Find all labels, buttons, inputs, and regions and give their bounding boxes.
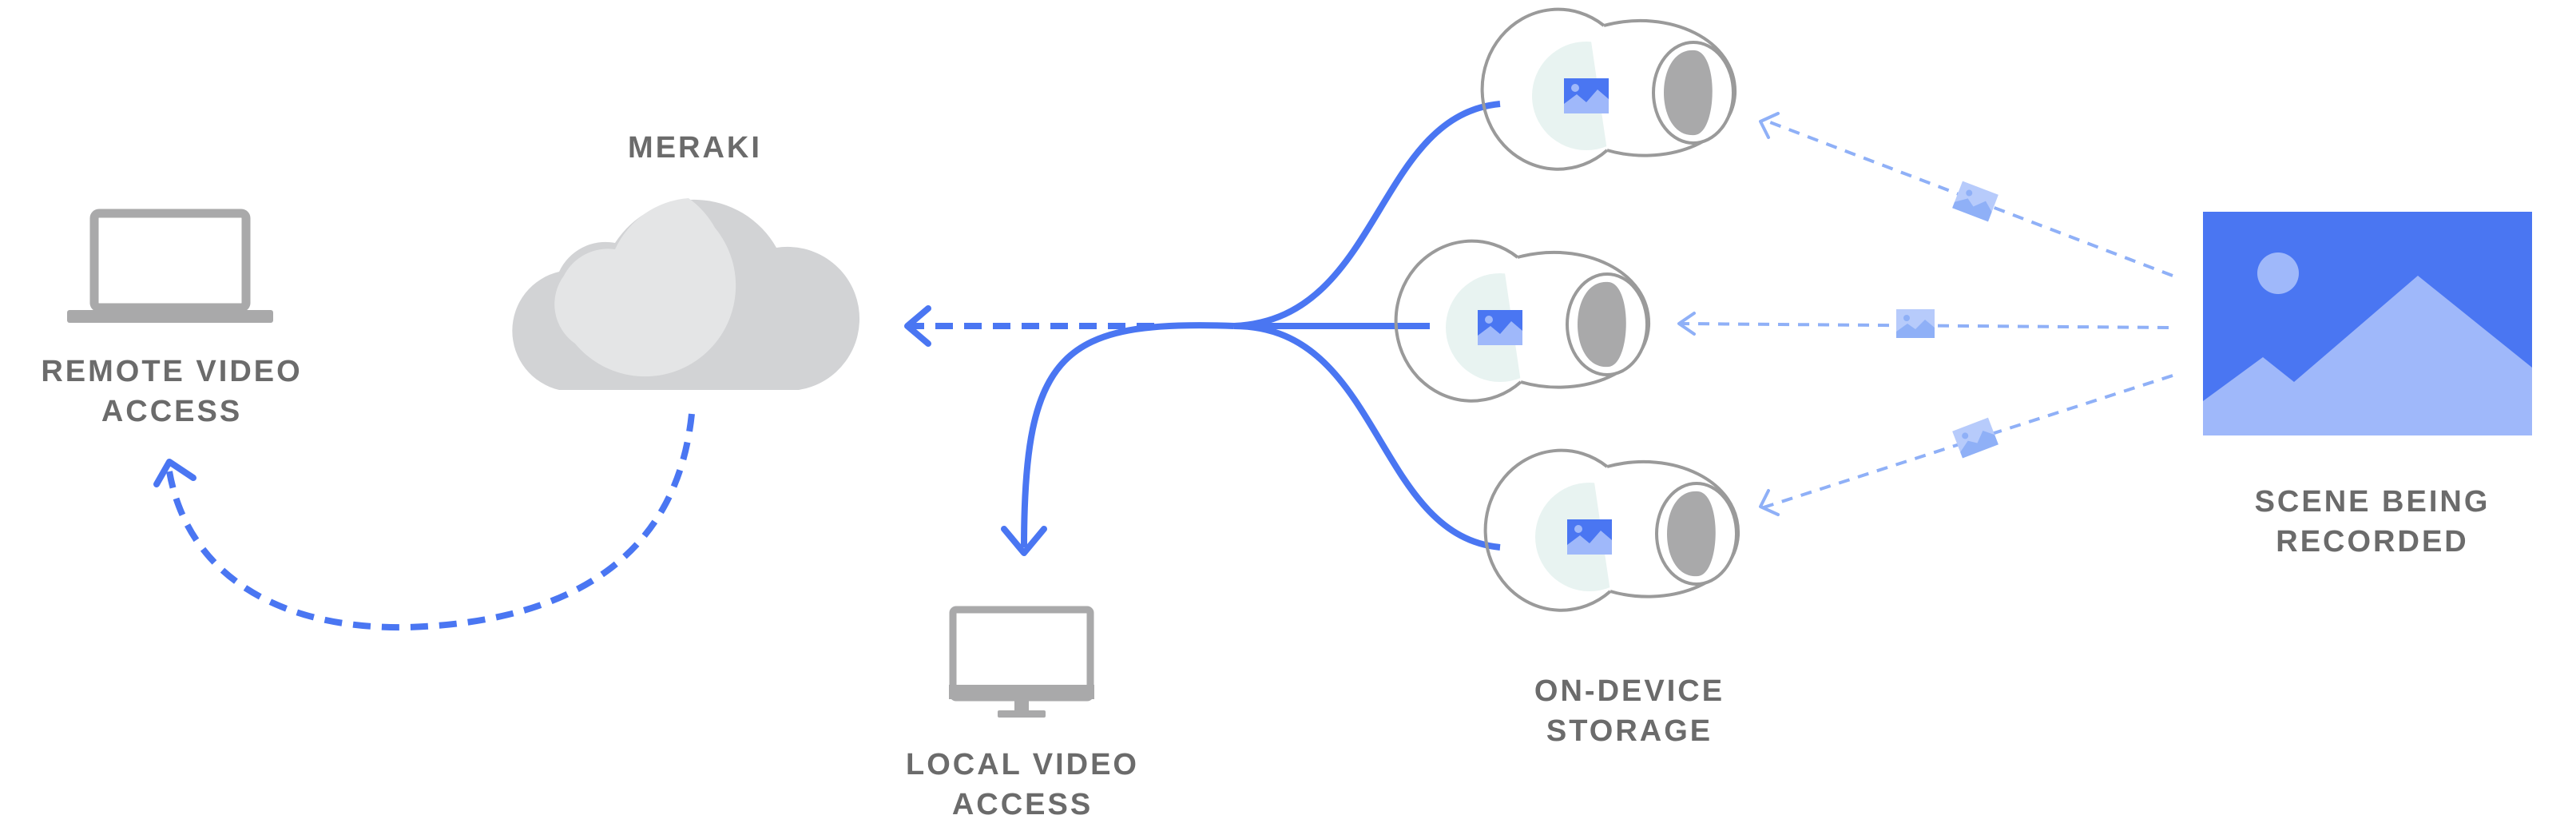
remote-access-arrow (153, 413, 695, 631)
monitor-icon (949, 606, 1094, 718)
image-icon (1952, 417, 1998, 459)
meraki-label: MERAKI (628, 131, 762, 165)
laptop-icon (67, 209, 273, 323)
local-video-access-label: LOCAL VIDEO ACCESS (906, 748, 1139, 821)
image-icon (1896, 309, 1935, 338)
remote-video-access-label: REMOTE VIDEO ACCESS (41, 355, 303, 428)
camera-icon (1394, 217, 1657, 423)
camera-icon (1480, 0, 1744, 192)
scene-being-recorded-label: SCENE BEING RECORDED (2254, 485, 2491, 559)
upload-to-cloud-arrow (904, 305, 1154, 347)
image-icon (1952, 181, 1998, 222)
camera-icon (1483, 426, 1747, 633)
cloud-icon (512, 198, 860, 390)
scene-image-icon (2203, 212, 2532, 435)
on-device-storage-label: ON-DEVICE STORAGE (1534, 674, 1725, 748)
camera-connection-lines (1001, 101, 1501, 556)
